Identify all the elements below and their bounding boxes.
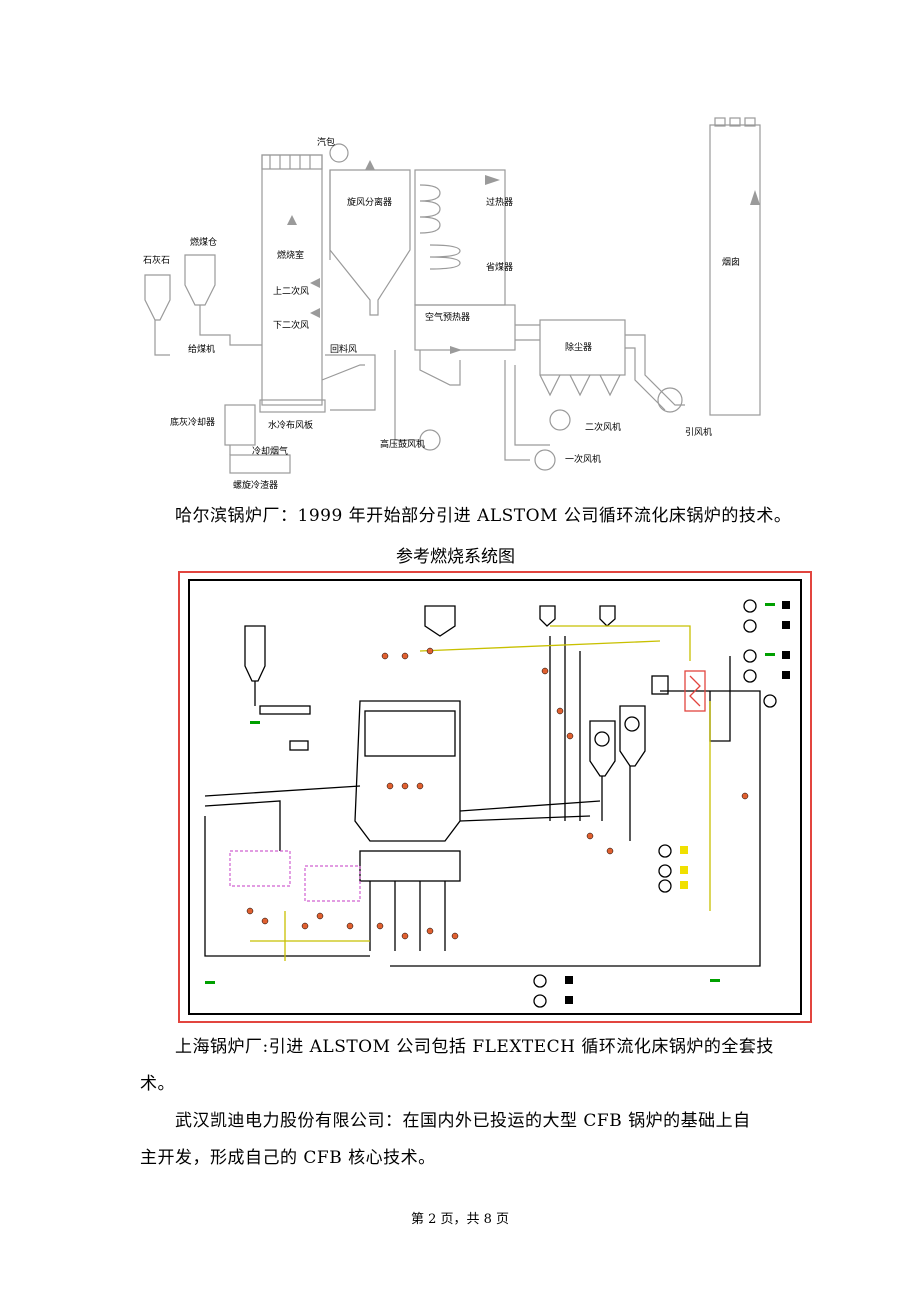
combustion-system-diagram-frame	[178, 571, 812, 1023]
paragraph-kaidi-line1: 武汉凯迪电力股份有限公司：在国内外已投运的大型 CFB 锅炉的基础上自	[175, 1111, 751, 1131]
label-ash-cooler: 底灰冷却器	[170, 416, 215, 428]
label-furnace: 燃烧室	[277, 249, 304, 261]
label-superheater: 过热器	[486, 196, 513, 208]
label-economizer: 省煤器	[486, 261, 513, 273]
label-limestone: 石灰石	[143, 254, 170, 266]
label-secondary-fan: 二次风机	[585, 421, 621, 433]
paragraph-kaidi-line2: 主开发，形成自己的 CFB 核心技术。	[140, 1148, 436, 1168]
label-chimney: 烟囱	[722, 256, 740, 268]
label-primary-fan: 一次风机	[565, 453, 601, 465]
label-drum: 汽包	[317, 136, 335, 148]
combustion-system-schematic	[204, 599, 790, 1008]
label-water-cooled-plate: 水冷布风板	[268, 419, 313, 431]
label-coal-feeder: 给煤机	[188, 343, 215, 355]
label-coal-bin: 燃煤仓	[190, 236, 217, 248]
label-screw-cooler: 螺旋冷渣器	[233, 479, 278, 491]
figure-caption: 参考燃烧系统图	[396, 547, 515, 567]
label-lower-secondary-air: 下二次风	[273, 319, 309, 331]
combustion-system-diagram	[188, 579, 802, 1015]
label-id-fan: 引风机	[685, 426, 712, 438]
paragraph-shanghai-line2: 术。	[140, 1074, 175, 1094]
label-cyclone: 旋风分离器	[347, 196, 392, 208]
cfb-boiler-schematic: 汽包 旋风分离器 过热器 石灰石 燃煤仓 燃烧室 省煤器 烟囱 上二次风 下二次…	[143, 117, 761, 491]
paragraph-shanghai-line1: 上海锅炉厂:引进 ALSTOM 公司包括 FLEXTECH 循环流化床锅炉的全套…	[175, 1037, 774, 1057]
paragraph-harbin: 哈尔滨锅炉厂：1999 年开始部分引进 ALSTOM 公司循环流化床锅炉的技术。	[175, 506, 792, 526]
label-air-preheater: 空气预热器	[425, 311, 470, 323]
label-return-air: 回料风	[330, 343, 357, 355]
label-cooling-flue-gas: 冷却烟气	[252, 445, 288, 457]
label-upper-secondary-air: 上二次风	[273, 285, 309, 297]
label-hp-blower: 高压鼓风机	[380, 438, 425, 450]
label-dust-collector: 除尘器	[565, 341, 592, 353]
page-footer: 第 2 页，共 8 页	[410, 1212, 510, 1227]
